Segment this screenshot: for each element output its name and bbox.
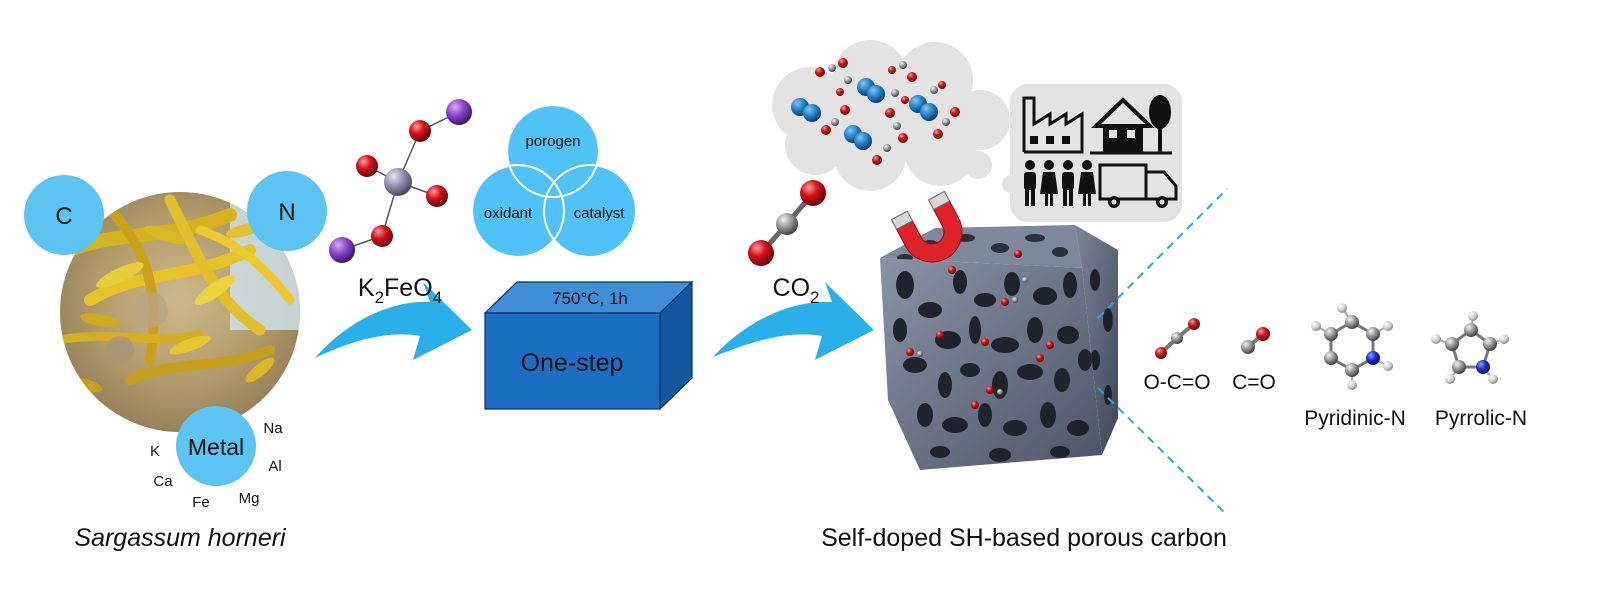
house-icon (1091, 97, 1155, 152)
metal-fe-label: Fe (192, 494, 210, 511)
venn-catalyst-circle (543, 164, 637, 258)
metal-na-label: Na (263, 420, 283, 437)
group-c-o-label: C=O (1232, 371, 1276, 394)
metal-mg-label: Mg (239, 490, 260, 507)
cube-doping-sites (906, 250, 1054, 409)
group-pyrrolic-n-label: Pyrrolic-N (1435, 407, 1527, 430)
process-box: 750°C, 1h One-step (483, 280, 694, 411)
porous-carbon-cube (880, 225, 1118, 470)
process-step-label: One-step (521, 349, 624, 377)
element-n-label: N (278, 199, 295, 226)
process-arrow-1 (315, 282, 472, 360)
group-o-c-o-label: O-C=O (1143, 371, 1210, 394)
metal-k-label: K (150, 443, 160, 460)
source-caption: Sargassum horneri (74, 524, 287, 552)
k2feo4-molecule (329, 99, 472, 263)
element-n-bubble: N (247, 171, 327, 251)
o-c-o-molecule (1155, 318, 1200, 359)
truck-icon (1098, 163, 1178, 208)
co2-formula: CO2 (773, 274, 820, 307)
role-venn-diagram: porogen oxidant catalyst (471, 104, 637, 258)
pyrrole-molecule (1431, 311, 1509, 384)
element-c-bubble: C (24, 175, 104, 255)
metal-al-label: Al (268, 458, 281, 475)
magnet-icon (890, 190, 963, 263)
element-c-label: C (55, 203, 72, 230)
element-metal-label: Metal (188, 434, 244, 460)
tree-icon (1149, 95, 1171, 152)
zoom-line-lower (1097, 387, 1228, 516)
cloud-gas-molecules (791, 58, 960, 165)
venn-catalyst-label: catalyst (574, 205, 626, 222)
metal-ca-label: Ca (153, 473, 173, 490)
zoom-line-upper (1097, 188, 1228, 319)
c-o-molecule (1241, 327, 1270, 354)
group-pyridinic-n-label: Pyridinic-N (1304, 407, 1406, 430)
venn-oxidant-label: oxidant (484, 205, 533, 222)
application-icons-panel (1010, 84, 1182, 222)
co2-molecule (748, 180, 826, 266)
seaweed-photo-icon (60, 192, 300, 432)
process-condition-label: 750°C, 1h (552, 289, 628, 308)
venn-porogen-label: porogen (525, 133, 580, 150)
product-caption: Self-doped SH-based porous carbon (821, 524, 1227, 552)
process-arrow-2 (713, 282, 874, 360)
pyridine-molecule (1311, 303, 1393, 390)
people-icon (1024, 160, 1096, 206)
element-metal-bubble: Metal (176, 406, 256, 486)
factory-icon (1022, 96, 1084, 154)
k2feo4-formula: K2FeO4 (358, 274, 442, 307)
